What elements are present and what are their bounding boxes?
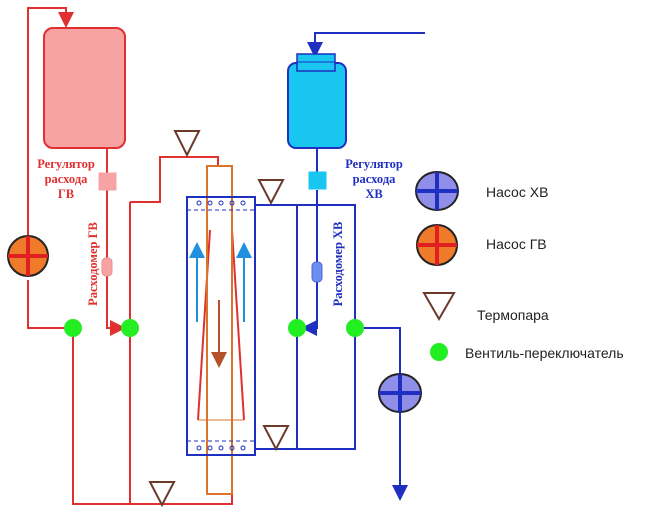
hot-supply-line — [27, 7, 74, 252]
hot-left-loop — [27, 280, 196, 505]
hot-water-pump — [7, 235, 49, 277]
cold-water-pump — [378, 373, 422, 413]
switch-valve-hot-left — [64, 319, 82, 337]
svg-text:расхода: расхода — [45, 172, 89, 186]
cold-flow-regulator — [308, 171, 327, 190]
thermocouple-cold-bottom — [262, 425, 290, 452]
hot-inner-tube-left — [197, 229, 211, 421]
svg-text:расхода: расхода — [353, 172, 397, 186]
svg-text:Регулятор: Регулятор — [345, 157, 403, 171]
legend-thermocouple-icon — [422, 292, 456, 322]
cold-valve-right-down — [297, 328, 356, 450]
svg-text:ГВ: ГВ — [58, 187, 74, 201]
hot-regulator-label: Регулятор расхода ГВ — [37, 157, 95, 201]
legend-cold-pump-label: Насос ХВ — [486, 184, 548, 200]
column-bottom-holes — [196, 445, 246, 451]
svg-text:Регулятор: Регулятор — [37, 157, 95, 171]
hot-flowmeter-to-valve — [106, 276, 126, 336]
cold-water-tank — [287, 53, 347, 149]
switch-valve-hot-right — [121, 319, 139, 337]
thermocouple-cold-top — [257, 179, 285, 206]
cold-regulator-label: Регулятор расхода ХВ — [345, 157, 403, 201]
legend-thermocouple-label: Термопара — [477, 307, 549, 323]
legend-hot-pump-icon — [416, 224, 458, 266]
hot-inner-tube-right — [231, 229, 245, 421]
hot-water-circuit — [27, 7, 245, 505]
column-body — [206, 165, 233, 495]
legend: Насос ХВ Насос ГВ Термопара Вентиль-пере… — [415, 171, 624, 361]
column-heat-exchanger-box — [186, 196, 256, 456]
switch-valves — [64, 319, 364, 337]
cold-top-line — [255, 204, 356, 328]
hot-flowmeter-label: Расходомер ГВ — [86, 222, 100, 306]
hot-flowmeter — [101, 257, 113, 277]
cold-flowmeter-label: Расходомер ХВ — [331, 222, 345, 307]
legend-switch-valve-label: Вентиль-переключатель — [465, 345, 624, 361]
legend-hot-pump-label: Насос ГВ — [486, 236, 547, 252]
hot-column-feed — [130, 156, 219, 203]
svg-text:ХВ: ХВ — [365, 187, 382, 201]
cold-flowmeter-to-valve — [301, 282, 318, 336]
thermocouple-bottom — [148, 481, 176, 508]
legend-cold-pump-icon — [415, 171, 459, 211]
thermocouple-top — [173, 130, 201, 158]
switch-valve-cold-right — [346, 319, 364, 337]
hot-flow-regulator — [98, 172, 117, 191]
switch-valve-cold-left — [288, 319, 306, 337]
cold-flowmeter — [311, 261, 323, 283]
hot-bottom-line — [196, 494, 233, 505]
cold-water-circuit — [255, 32, 425, 501]
hot-water-tank — [43, 27, 126, 149]
column-top-holes — [196, 200, 246, 206]
thermocouples — [148, 130, 290, 508]
cold-supply-line — [307, 32, 425, 58]
legend-switch-valve-icon — [430, 343, 448, 361]
cold-outlet — [363, 327, 408, 501]
column — [186, 165, 256, 495]
